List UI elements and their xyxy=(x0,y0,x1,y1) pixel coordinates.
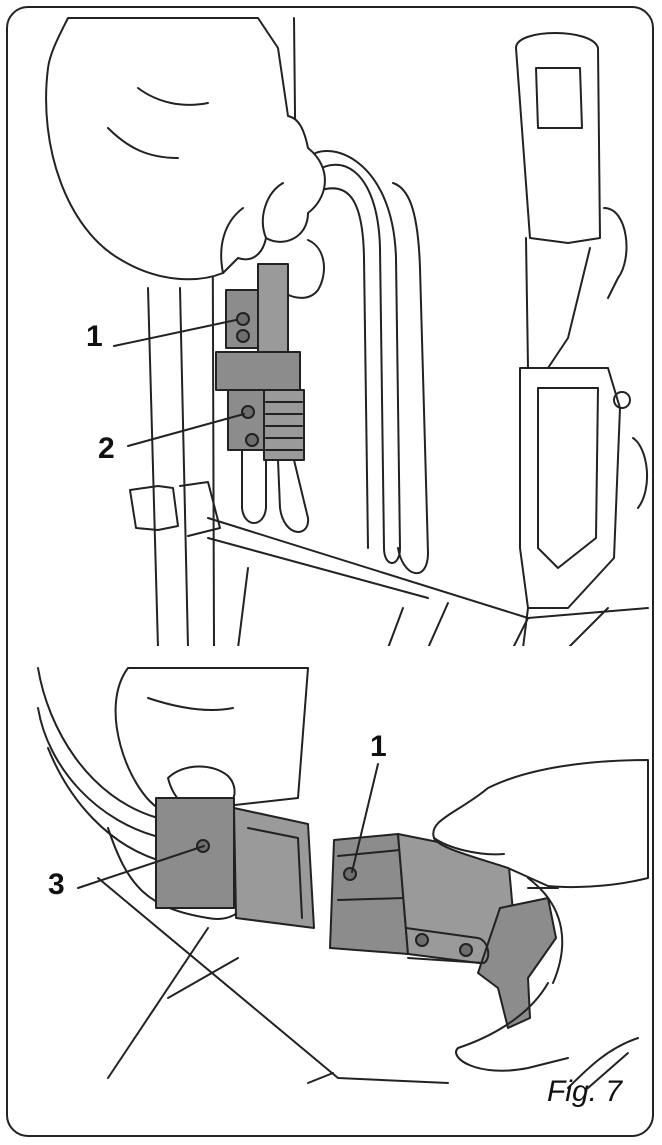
hand-detail xyxy=(567,1037,639,1089)
hand-detail xyxy=(220,207,244,274)
frame-rail xyxy=(179,287,189,649)
cable xyxy=(241,449,267,524)
hand-detail xyxy=(107,827,209,919)
table-edge xyxy=(167,957,239,999)
leader-line xyxy=(127,413,245,447)
latch xyxy=(515,32,649,649)
connector-bottom-3 xyxy=(155,797,315,929)
hand-detail xyxy=(147,697,234,711)
hand-detail xyxy=(527,877,564,984)
table-edge xyxy=(97,877,449,1084)
hand-detail xyxy=(455,982,569,1072)
figure-caption: Fig. 7 xyxy=(546,1075,622,1108)
connector-bottom-1 xyxy=(329,833,559,1029)
table-edge xyxy=(307,1072,334,1084)
cable xyxy=(277,459,310,533)
frame-clip xyxy=(129,485,179,531)
cable xyxy=(312,187,369,549)
frame-clip xyxy=(179,481,221,537)
hand-detail xyxy=(107,127,179,159)
lower-plate xyxy=(207,537,429,599)
leader-line xyxy=(77,845,205,889)
callout-top-1: 1 xyxy=(86,320,103,353)
cable xyxy=(307,150,401,564)
connector-top-1 xyxy=(225,263,289,355)
leader-line xyxy=(351,763,379,873)
callout-bottom-3: 3 xyxy=(48,868,65,901)
callout-bottom-1: 1 xyxy=(370,730,387,763)
hand-detail xyxy=(587,1052,629,1089)
cable xyxy=(47,747,169,864)
hand-detail xyxy=(261,182,284,239)
lower-plate xyxy=(387,607,404,649)
hand-detail xyxy=(137,87,209,106)
lower-plate xyxy=(427,602,449,649)
cable xyxy=(37,707,164,839)
illustration xyxy=(8,17,652,1089)
hand xyxy=(432,759,649,889)
callout-top-2: 2 xyxy=(98,432,115,465)
cable xyxy=(37,667,159,819)
connector-top-2 xyxy=(215,351,305,461)
leader-line xyxy=(113,319,237,347)
cable xyxy=(392,182,429,574)
top-panel xyxy=(45,17,649,649)
hand-detail xyxy=(433,837,505,856)
bottom-panel xyxy=(37,667,649,1089)
lower-plate xyxy=(237,567,249,649)
frame-rail xyxy=(147,287,159,649)
table-edge xyxy=(107,927,209,1079)
panel-gap xyxy=(8,646,652,658)
hand-detail xyxy=(277,239,325,299)
figure-frame: 1 2 1 3 Fig. 7 xyxy=(6,6,654,1137)
hand xyxy=(45,17,326,281)
